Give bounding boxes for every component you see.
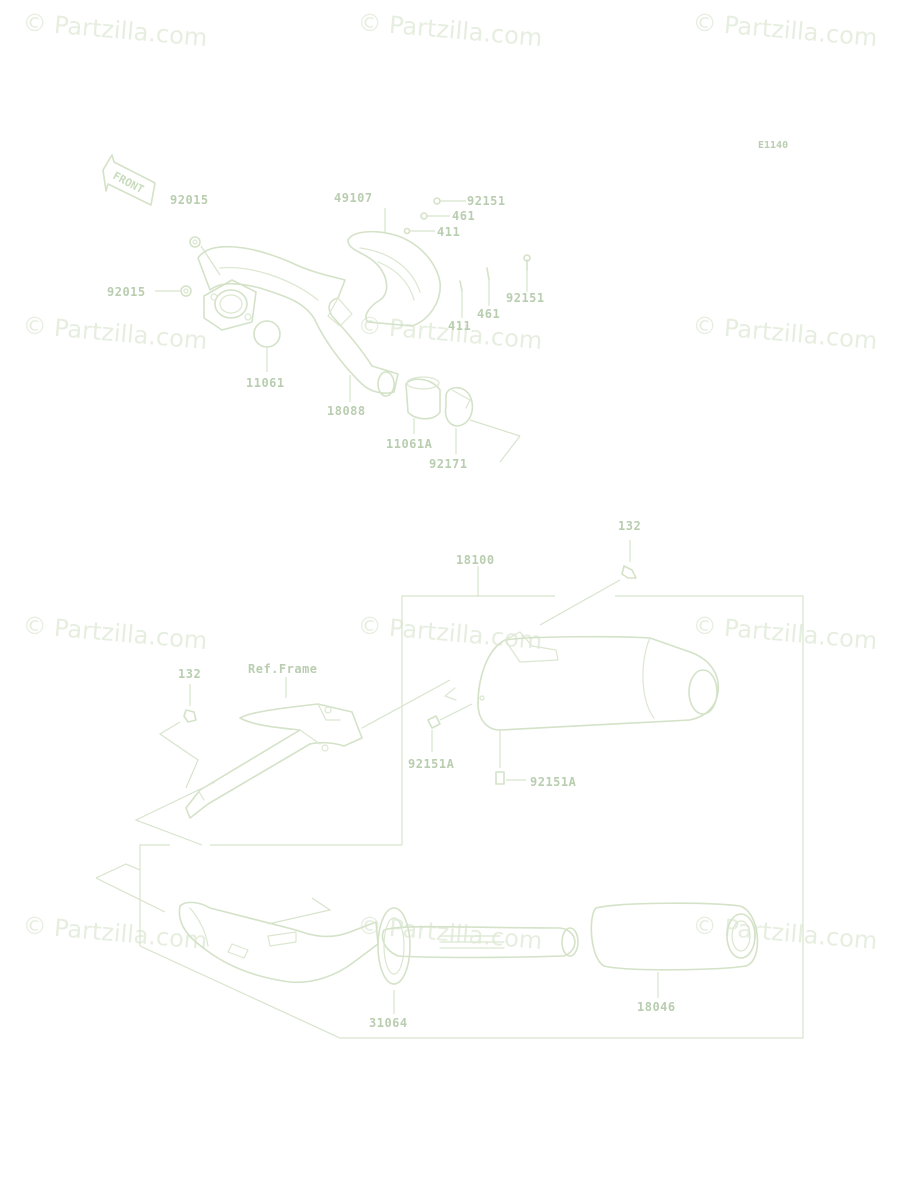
part-label-132[interactable]: 132 <box>178 667 201 681</box>
watermark-text: © Partzilla.com <box>21 611 208 655</box>
watermark-text: © Partzilla.com <box>356 311 543 355</box>
heat-guard-49107 <box>347 230 441 327</box>
spark-arrestor-31064 <box>381 925 576 959</box>
diagram-code: E1140 <box>758 140 788 151</box>
part-label-92015[interactable]: 92015 <box>107 285 146 299</box>
part-label-31064[interactable]: 31064 <box>369 1016 408 1030</box>
part-label-132[interactable]: 132 <box>618 519 641 533</box>
header-pipe-shape <box>197 245 399 394</box>
part-label-92151[interactable]: 92151 <box>506 291 545 305</box>
part-label-18088[interactable]: 18088 <box>327 404 366 418</box>
watermark-text: © Partzilla.com <box>356 8 543 52</box>
ref-frame-label: Ref.Frame <box>248 662 318 676</box>
ref-frame-rail <box>185 703 363 819</box>
part-label-92171[interactable]: 92171 <box>429 457 468 471</box>
part-label-18046[interactable]: 18046 <box>637 1000 676 1014</box>
watermark-text: © Partzilla.com <box>21 8 208 52</box>
part-label-49107[interactable]: 49107 <box>334 191 373 205</box>
part-label-92151A[interactable]: 92151A <box>530 775 577 789</box>
watermark-text: © Partzilla.com <box>21 311 208 355</box>
part-label-411[interactable]: 411 <box>448 319 471 333</box>
front-label: FRONT <box>111 169 147 196</box>
part-label-92151[interactable]: 92151 <box>467 194 506 208</box>
muffler-assembly <box>95 540 804 1039</box>
nut-92015-top <box>189 236 201 248</box>
gasket-11061 <box>253 320 281 348</box>
watermark-text: © Partzilla.com <box>691 911 878 955</box>
sleeve-11061A <box>405 378 441 420</box>
watermark-text: © Partzilla.com <box>691 611 878 655</box>
header-pipe-lower <box>178 901 379 984</box>
part-label-411[interactable]: 411 <box>437 225 460 239</box>
part-label-461[interactable]: 461 <box>452 209 475 223</box>
part-label-461[interactable]: 461 <box>477 307 500 321</box>
front-arrow-icon: FRONT <box>102 154 156 206</box>
part-label-11061A[interactable]: 11061A <box>386 437 433 451</box>
part-label-11061[interactable]: 11061 <box>246 376 285 390</box>
part-label-92015[interactable]: 92015 <box>170 193 209 207</box>
silencer-pack-18046 <box>590 902 759 971</box>
watermark-text: © Partzilla.com <box>691 311 878 355</box>
watermark-text: © Partzilla.com <box>356 611 543 655</box>
nut-92015-side <box>180 285 192 297</box>
header-pipe-assembly <box>155 197 531 463</box>
clamp-92171 <box>444 386 474 427</box>
part-label-18100[interactable]: 18100 <box>456 553 495 567</box>
part-label-92151A[interactable]: 92151A <box>408 757 455 771</box>
header-flange <box>203 279 257 331</box>
watermark-text: © Partzilla.com <box>691 8 878 52</box>
